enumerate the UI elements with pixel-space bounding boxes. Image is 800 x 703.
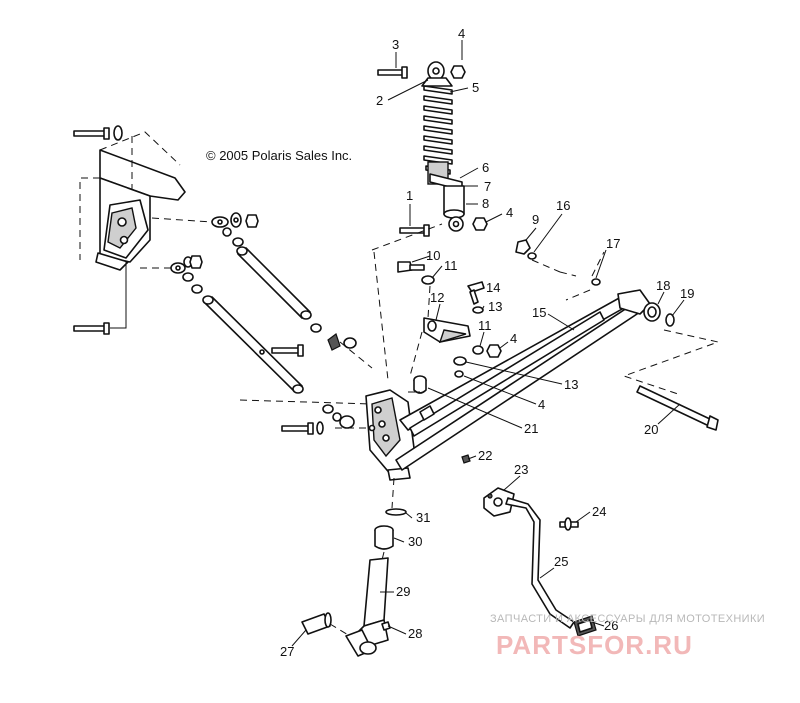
callout-30: 30: [408, 534, 422, 549]
bushing-18: [643, 302, 661, 322]
watermark-tagline: ЗАПЧАСТИ И АКСЕССУАРЫ ДЛЯ МОТОТЕХНИКИ: [490, 613, 765, 625]
shock-mount-bracket: [423, 317, 471, 344]
callout-22: 22: [478, 448, 492, 463]
spindle-29: [345, 557, 389, 657]
callout-21: 21: [524, 421, 538, 436]
washer-11-lower: [472, 345, 484, 355]
washer-13-upper: [472, 306, 484, 314]
callout-8: 8: [482, 196, 489, 211]
callout-23: 23: [514, 462, 528, 477]
washer-17: [591, 278, 601, 286]
callout-1: 1: [406, 188, 413, 203]
shock-lower-bolt: [399, 224, 430, 237]
callout-3: 3: [392, 37, 399, 52]
callout-25: 25: [554, 554, 568, 569]
snap-ring-31: [385, 508, 407, 516]
pin-24: [559, 517, 579, 531]
callout-13: 13: [488, 299, 502, 314]
pivot-bolt-20: [636, 385, 719, 431]
callout-24: 24: [592, 504, 606, 519]
callout-28: 28: [408, 626, 422, 641]
leader-lines: [291, 40, 685, 647]
callout-10: 10: [426, 248, 440, 263]
tie-rod-bolt: [271, 344, 304, 357]
frame-bolt-bottom: [73, 322, 110, 335]
callout-14: 14: [486, 280, 500, 295]
callout-11: 11: [478, 318, 492, 333]
callout-29: 29: [396, 584, 410, 599]
clevis-26: [573, 615, 597, 637]
lower-rod-end: [140, 255, 203, 294]
washer-11-upper: [421, 275, 435, 285]
washer-4-lower: [454, 370, 464, 378]
linkage-rod-25: [505, 497, 575, 629]
callout-19: 19: [680, 286, 694, 301]
callout-20: 20: [644, 422, 658, 437]
a-arm: [395, 289, 651, 471]
callout-6: 6: [482, 160, 489, 175]
shock-absorber: [377, 61, 488, 232]
callout-16: 16: [556, 198, 570, 213]
frame-bolt-top: [73, 125, 123, 141]
callout-11: 11: [444, 258, 458, 273]
callout-17: 17: [606, 236, 620, 251]
callout-26: 26: [604, 618, 618, 633]
ring-19: [665, 313, 675, 327]
nut-9: [515, 239, 531, 255]
callout-9: 9: [532, 212, 539, 227]
spindle-bolt-left: [281, 421, 324, 435]
callout-13: 13: [564, 377, 578, 392]
callout-4: 4: [506, 205, 513, 220]
bushing-27: [301, 612, 332, 635]
callout-4: 4: [510, 331, 517, 346]
callout-5: 5: [472, 80, 479, 95]
upper-rod-end: [151, 212, 259, 247]
bushing-21: [413, 375, 427, 394]
upper-tie-rod: [236, 246, 373, 369]
callout-4: 4: [458, 26, 465, 41]
watermark-logo-text: PARTSFOR.RU: [496, 630, 693, 660]
callout-7: 7: [484, 179, 491, 194]
callout-4: 4: [538, 397, 545, 412]
callout-18: 18: [656, 278, 670, 293]
spindle-hardware: [322, 404, 372, 429]
washer-13-lower: [453, 356, 467, 366]
frame-bracket: [79, 131, 186, 271]
bushing-30: [374, 525, 394, 550]
callout-15: 15: [532, 305, 546, 320]
callout-12: 12: [430, 290, 444, 305]
callout-27: 27: [280, 644, 294, 659]
grease-fitting-28: [381, 621, 391, 631]
callout-labels: 3 4 2 5 6 7 8 1 4 9 16 17 10 11 14 12 13…: [280, 26, 694, 659]
callout-31: 31: [416, 510, 430, 525]
copyright-notice: © 2005 Polaris Sales Inc.: [206, 148, 352, 163]
washer-16: [527, 252, 537, 260]
plate-23: [483, 487, 515, 517]
callout-2: 2: [376, 93, 383, 108]
stud-14: [467, 281, 485, 305]
fitting-22: [461, 454, 471, 464]
lower-tie-rod: [202, 295, 304, 394]
mount-bolt-10: [397, 261, 425, 273]
nut-4-mid: [486, 344, 502, 358]
